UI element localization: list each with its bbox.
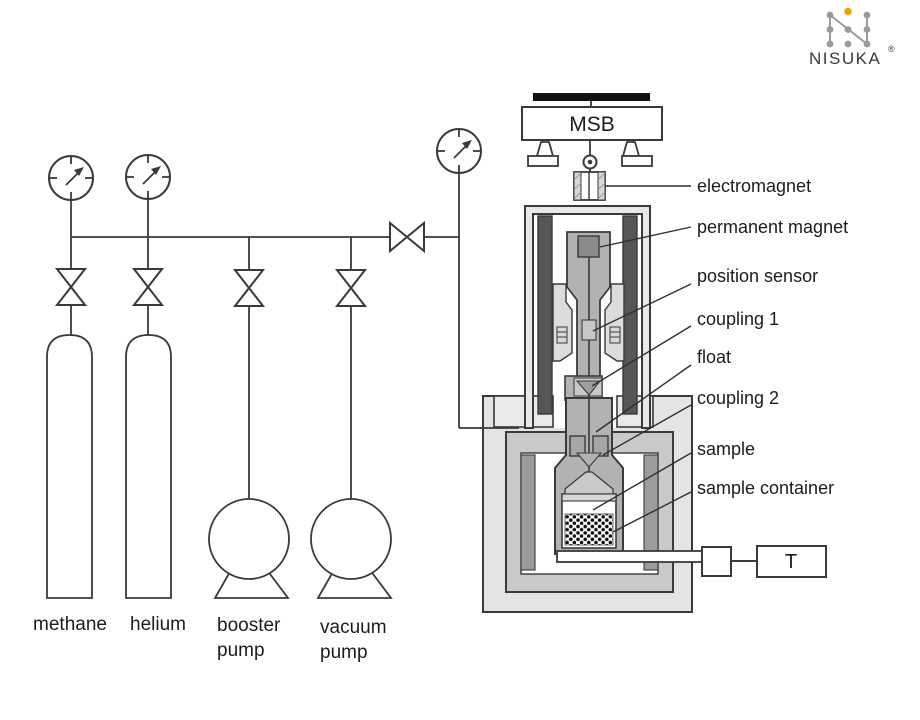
callout-sample xyxy=(592,452,692,511)
coupling-1-component xyxy=(564,375,603,401)
sample-material xyxy=(564,513,614,546)
mounting-plate xyxy=(533,93,650,101)
coil-bar-left xyxy=(537,215,553,415)
msb-box xyxy=(521,106,663,141)
pressure-gauge-methane xyxy=(48,155,94,201)
sensor-bracket-right xyxy=(604,283,625,362)
msb-balance: MSB xyxy=(521,93,663,173)
callout-coupling-1 xyxy=(591,325,692,387)
gas-handling-system xyxy=(70,173,519,499)
pressure-gauge-helium xyxy=(125,154,171,200)
right-support-leg xyxy=(621,141,641,157)
callout-float xyxy=(595,364,692,433)
upper-chamber xyxy=(493,205,654,429)
valve-helium xyxy=(133,268,163,306)
tube-connector xyxy=(701,546,732,577)
valve-methane xyxy=(56,268,86,306)
helium-label: helium xyxy=(130,614,186,635)
heater-bar-left xyxy=(520,454,536,571)
permanent-magnet-component xyxy=(577,235,600,258)
callout-permanent-magnet xyxy=(599,226,692,248)
valve-booster-pump xyxy=(234,269,264,307)
callout-position-sensor xyxy=(592,283,692,332)
pressure-gauge-chamber xyxy=(436,128,482,174)
sensor-bracket-left xyxy=(552,283,573,362)
electromagnet-component xyxy=(573,171,606,201)
valve-chamber-inlet xyxy=(389,222,425,252)
label-sample-container: sample container xyxy=(697,478,834,498)
callout-coupling-2 xyxy=(602,404,692,456)
right-support-foot xyxy=(621,155,653,167)
label-float: float xyxy=(697,347,731,367)
callout-lines xyxy=(591,185,692,533)
chamber-frame xyxy=(524,205,651,429)
brand-name: NISUKA xyxy=(809,49,881,68)
registered-mark: ® xyxy=(888,44,895,54)
label-permanent-magnet: permanent magnet xyxy=(697,217,848,237)
booster-pump-label-line1: booster xyxy=(217,615,281,636)
label-coupling-1: coupling 1 xyxy=(697,309,779,329)
methane-label: methane xyxy=(33,614,107,635)
helium-cylinder xyxy=(125,334,172,599)
container-lid xyxy=(561,493,617,502)
vacuum-pump-label-line2: pump xyxy=(320,642,368,663)
booster-pump-label-line2: pump xyxy=(217,640,265,661)
booster-pump xyxy=(208,498,290,599)
left-support-foot xyxy=(527,155,559,167)
valve-vacuum-pump xyxy=(336,269,366,307)
msb-label: MSB xyxy=(569,113,615,136)
logo-accent-dot-icon xyxy=(844,7,852,16)
brand-logo: NISUKA ® xyxy=(809,7,895,68)
lower-chamber-internals: T xyxy=(505,395,827,593)
label-sample: sample xyxy=(697,439,755,459)
vacuum-pump-label-line1: vacuum xyxy=(320,617,387,638)
label-electromagnet: electromagnet xyxy=(697,176,811,196)
thermometer-box xyxy=(756,545,827,578)
thermometer-tube xyxy=(556,550,703,563)
label-position-sensor: position sensor xyxy=(697,266,818,286)
left-support-leg xyxy=(535,141,555,157)
coupling-2-component xyxy=(569,435,609,468)
vacuum-pump xyxy=(310,498,393,599)
methane-cylinder xyxy=(46,334,93,599)
thermometer-label: T xyxy=(785,551,797,573)
label-coupling-2: coupling 2 xyxy=(697,388,779,408)
callout-sample-container xyxy=(612,491,692,533)
component-labels: electromagnet permanent magnet position … xyxy=(697,176,848,498)
